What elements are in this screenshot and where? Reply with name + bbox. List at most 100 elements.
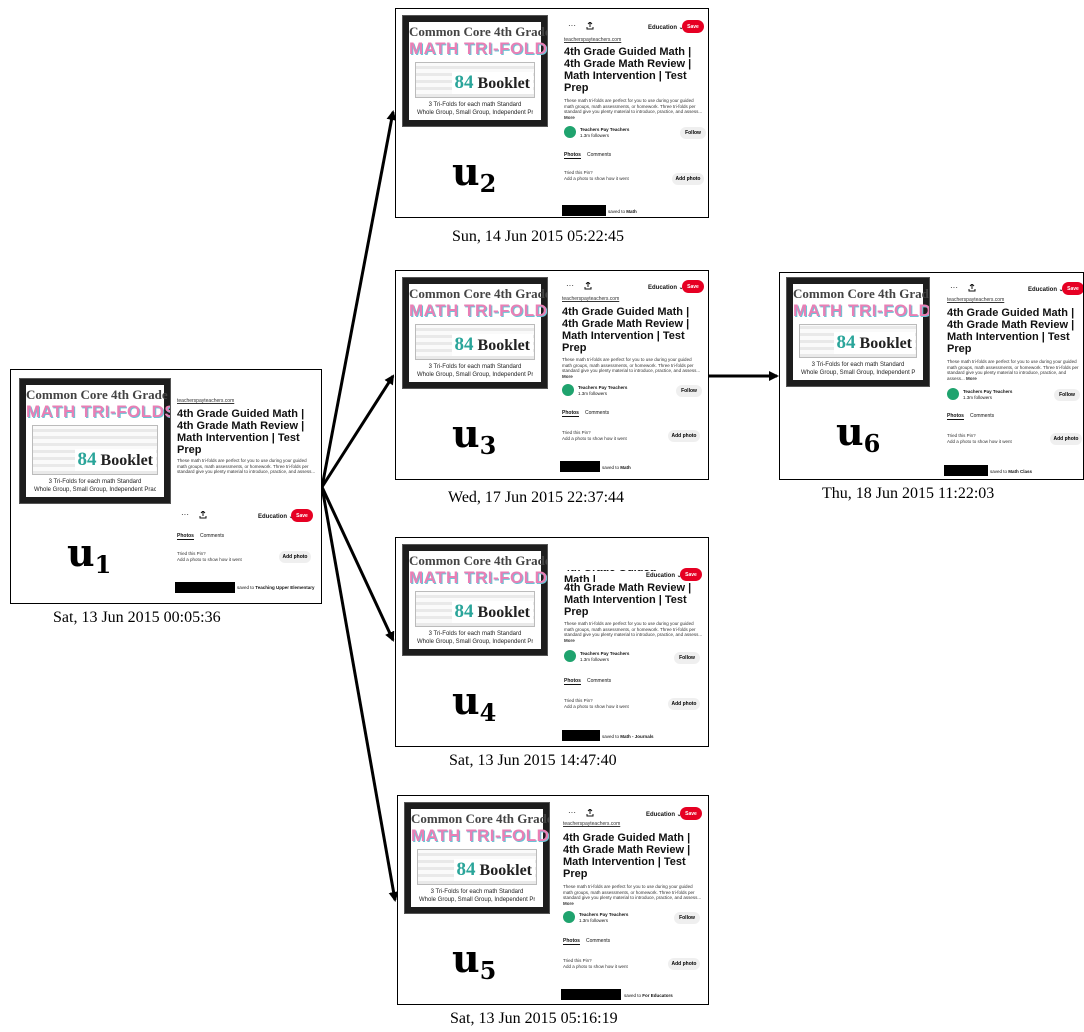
share-icon[interactable]: [968, 283, 976, 292]
save-button[interactable]: Save: [1062, 282, 1083, 295]
redacted-username: [175, 582, 235, 593]
pin-image: Common Core 4th Grade MATH TRI-FOLDS 84 …: [402, 544, 548, 656]
more-icon[interactable]: ···: [950, 283, 958, 292]
more-icon[interactable]: ···: [568, 21, 576, 30]
add-photo-button[interactable]: Add photo: [668, 698, 700, 710]
edge-u1-u5: [320, 486, 399, 902]
timestamp-u4: Sat, 13 Jun 2015 14:47:40: [449, 752, 617, 769]
source-link[interactable]: teacherspayteachers.com: [562, 296, 620, 302]
edge-u1-u2: [320, 110, 397, 488]
more-icon[interactable]: ···: [566, 281, 574, 290]
add-photo-button[interactable]: Add photo: [672, 173, 704, 185]
tab-comments[interactable]: Comments: [586, 678, 612, 684]
share-icon[interactable]: [586, 808, 594, 817]
save-button[interactable]: Save: [680, 807, 702, 820]
tab-comments[interactable]: Comments: [584, 410, 610, 416]
more-icon[interactable]: ···: [181, 510, 189, 519]
tab-photos[interactable]: Photos: [564, 152, 581, 159]
pin-booklet-text: 84 Booklet: [451, 72, 533, 94]
tabs: Photos Comments: [562, 410, 609, 417]
pin-description: These math tri-folds are perfect for you…: [564, 98, 703, 120]
timestamp-u1: Sat, 13 Jun 2015 00:05:36: [53, 609, 221, 626]
tab-comments[interactable]: Comments: [585, 938, 611, 944]
board-dropdown[interactable]: Education ⌄: [1028, 287, 1064, 293]
account-avatar[interactable]: [563, 911, 575, 923]
source-link[interactable]: teacherspayteachers.com: [947, 297, 1005, 303]
follow-button[interactable]: Follow: [680, 127, 706, 139]
board-dropdown[interactable]: Education ⌄: [646, 812, 682, 818]
account-avatar[interactable]: [564, 650, 576, 662]
tried-prompt: Tried this Pin?Add a photo to show how i…: [564, 698, 629, 709]
redacted-username: [561, 989, 621, 1000]
source-link[interactable]: teacherspayteachers.com: [563, 821, 621, 827]
pin-header-text: Common Core 4th Grade: [411, 811, 550, 826]
add-photo-button[interactable]: Add photo: [1050, 433, 1082, 445]
board-dropdown[interactable]: Education ⌄: [258, 514, 294, 520]
tab-photos[interactable]: Photos: [564, 678, 581, 685]
saved-to-text: saved to Math - Journals: [602, 734, 654, 739]
follow-button[interactable]: Follow: [676, 385, 702, 397]
follow-button[interactable]: Follow: [674, 652, 700, 664]
tab-photos[interactable]: Photos: [562, 410, 579, 417]
pin-title-text: MATH TRI-FOLDS: [26, 402, 171, 421]
save-button[interactable]: Save: [680, 568, 702, 581]
tabs: Photos Comments: [564, 152, 611, 159]
pin-description: These math tri-folds are perfect for you…: [563, 884, 702, 906]
redacted-username: [562, 730, 600, 741]
share-icon[interactable]: [584, 281, 592, 290]
user-label-u5: u5: [452, 936, 497, 986]
tab-comments[interactable]: Comments: [586, 152, 612, 158]
pin-title-text: MATH TRI-FOLDS: [411, 826, 550, 845]
account-avatar[interactable]: [562, 384, 574, 396]
pin-header-text: Common Core 4th Grade: [409, 553, 548, 568]
source-link[interactable]: teacherspayteachers.com: [177, 398, 235, 404]
board-dropdown[interactable]: Education ⌄: [648, 25, 684, 31]
saved-to-text: saved to Teaching Upper Elementary: [237, 585, 315, 590]
share-icon[interactable]: [586, 21, 594, 30]
share-icon[interactable]: [199, 510, 207, 519]
node-u2-card: Common Core 4th Grade MATH TRI-FOLDS 84 …: [395, 8, 709, 218]
pin-header-text: Common Core 4th Grade: [26, 387, 168, 402]
pin-title: 4th Grade Guided Math | 4th Grade Math R…: [177, 408, 305, 456]
save-button[interactable]: Save: [682, 20, 704, 33]
follow-button[interactable]: Follow: [1054, 389, 1080, 401]
redacted-username: [560, 461, 600, 472]
saved-to-text: saved to Math Class: [990, 469, 1033, 474]
tab-photos[interactable]: Photos: [563, 938, 580, 945]
add-photo-button[interactable]: Add photo: [668, 430, 700, 442]
pin-image: Common Core 4th Grade MATH TRI-FOLDS 84 …: [19, 378, 171, 504]
user-label-u6: u6: [836, 409, 881, 459]
save-button[interactable]: Save: [291, 509, 313, 522]
save-button[interactable]: Save: [682, 280, 704, 293]
pin-title: 4th Grade Guided Math | 4th Grade Math R…: [562, 306, 690, 354]
pin-image: Common Core 4th Grade MATH TRI-FOLDS 84 …: [404, 802, 550, 914]
pin-booklet-text: 84 Booklet: [451, 334, 533, 356]
more-icon[interactable]: ···: [568, 808, 576, 817]
board-dropdown[interactable]: Education ⌄: [646, 573, 682, 579]
pin-toolbar: ···: [181, 510, 207, 519]
pin-toolbar: ···: [566, 281, 592, 290]
add-photo-button[interactable]: Add photo: [279, 551, 311, 563]
tab-photos[interactable]: Photos: [177, 533, 194, 540]
tab-comments[interactable]: Comments: [969, 413, 995, 419]
add-photo-button[interactable]: Add photo: [668, 958, 700, 970]
account-avatar[interactable]: [564, 126, 576, 138]
follow-button[interactable]: Follow: [674, 912, 700, 924]
account-avatar[interactable]: [947, 388, 959, 400]
pin-description: These math tri-folds are perfect for you…: [947, 359, 1079, 381]
saved-to-text: saved to For Educators: [624, 993, 673, 998]
source-link[interactable]: teacherspayteachers.com: [564, 37, 622, 43]
edge-u1-u4: [320, 486, 395, 642]
tab-comments[interactable]: Comments: [199, 533, 225, 539]
board-dropdown[interactable]: Education ⌄: [648, 285, 684, 291]
tab-photos[interactable]: Photos: [947, 413, 964, 420]
pin-title-text: MATH TRI-FOLDS: [793, 301, 930, 320]
